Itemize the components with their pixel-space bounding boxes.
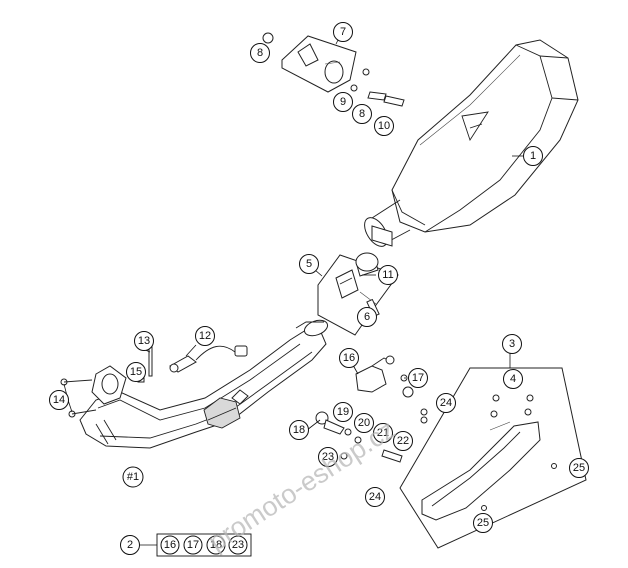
callout-3: 3: [502, 334, 522, 354]
kit-item-18: 18: [206, 535, 226, 555]
lambda-sensor-drawing: [137, 345, 248, 383]
svg-text:23: 23: [232, 539, 244, 551]
header-pipe-drawing: [60, 319, 329, 449]
mount-bracket-drawing: [315, 355, 428, 463]
svg-text:25: 25: [573, 462, 585, 474]
svg-text:12: 12: [199, 330, 211, 342]
svg-text:19: 19: [337, 406, 349, 418]
svg-text:10: 10: [378, 120, 390, 132]
callout-16: 16: [339, 348, 359, 368]
callout-13: 13: [134, 331, 154, 351]
kit-item-17: 17: [183, 535, 203, 555]
callout-8-top: 8: [250, 43, 270, 63]
callout-4: 4: [503, 369, 523, 389]
callout-11: 11: [378, 265, 398, 285]
svg-text:7: 7: [340, 26, 346, 38]
callout-22: 22: [393, 431, 413, 451]
kit-item-16: 16: [160, 535, 180, 555]
kit-item-23: 23: [228, 535, 248, 555]
callout-1: 1: [523, 146, 543, 166]
svg-text:3: 3: [509, 338, 515, 350]
callout-9: 9: [333, 92, 353, 112]
callout-7: 7: [333, 22, 353, 42]
callout-25-bottom: 25: [473, 513, 493, 533]
svg-text:#1: #1: [127, 471, 139, 483]
svg-text:22: 22: [397, 435, 409, 447]
svg-text:15: 15: [130, 366, 142, 378]
callout-header-1: #1: [122, 466, 144, 488]
svg-text:18: 18: [210, 539, 222, 551]
svg-text:5: 5: [306, 258, 312, 270]
svg-text:4: 4: [510, 373, 516, 385]
svg-text:25: 25: [477, 517, 489, 529]
callout-24-lower: 24: [365, 487, 385, 507]
callout-14: 14: [49, 390, 69, 410]
callout-15: 15: [126, 362, 146, 382]
svg-text:17: 17: [412, 372, 424, 384]
callout-24-upper: 24: [436, 393, 456, 413]
callout-12: 12: [195, 326, 215, 346]
callout-23: 23: [318, 447, 338, 467]
svg-text:8: 8: [257, 47, 263, 59]
svg-text:11: 11: [382, 269, 393, 281]
svg-text:9: 9: [340, 96, 346, 108]
callout-18: 18: [289, 420, 309, 440]
svg-text:24: 24: [440, 397, 452, 409]
callout-17: 17: [408, 368, 428, 388]
callout-21: 21: [373, 423, 393, 443]
callout-5: 5: [299, 254, 319, 274]
callout-10: 10: [374, 116, 394, 136]
kit-box: 16 17 18 23: [156, 533, 252, 557]
svg-text:14: 14: [53, 394, 65, 406]
svg-text:6: 6: [364, 311, 370, 323]
svg-text:24: 24: [369, 491, 381, 503]
svg-text:23: 23: [322, 451, 334, 463]
svg-text:20: 20: [358, 417, 370, 429]
callout-25-right: 25: [569, 458, 589, 478]
svg-text:2: 2: [127, 539, 133, 551]
callout-2: 2: [120, 535, 140, 555]
svg-text:21: 21: [377, 427, 389, 439]
heat-shield-drawing: [399, 367, 587, 549]
svg-text:17: 17: [187, 539, 199, 551]
bracket-drawing: [262, 32, 405, 107]
svg-text:8: 8: [359, 108, 365, 120]
callout-8-lower: 8: [352, 104, 372, 124]
svg-text:16: 16: [343, 352, 355, 364]
callout-6: 6: [357, 307, 377, 327]
svg-text:13: 13: [138, 335, 150, 347]
svg-text:18: 18: [293, 424, 305, 436]
callout-19: 19: [333, 402, 353, 422]
silencer-drawing: [364, 39, 579, 247]
svg-text:16: 16: [164, 539, 176, 551]
callout-20: 20: [354, 413, 374, 433]
svg-text:1: 1: [530, 150, 536, 162]
